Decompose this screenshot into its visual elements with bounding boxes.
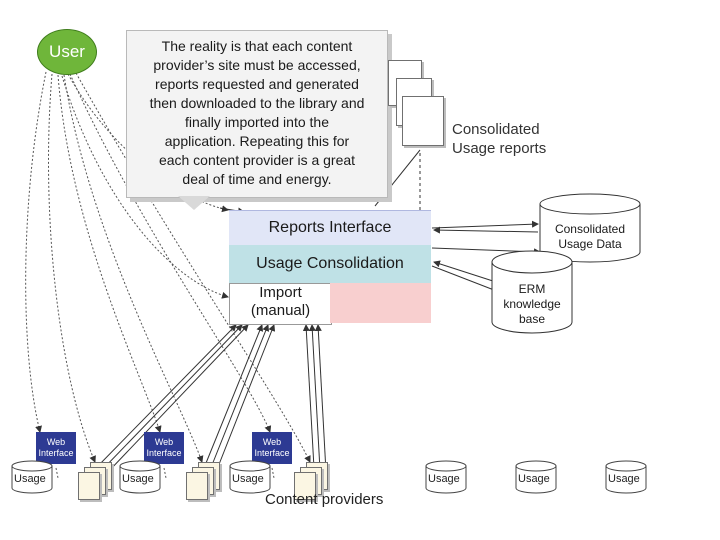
downloaded-report-doc-icon [294, 472, 316, 500]
import-manual-layer: Import (manual) [229, 283, 332, 325]
consolidated-usage-db-icon [539, 193, 641, 263]
usage-db-label: Usage [122, 473, 154, 485]
usage-db-label: Usage [518, 473, 550, 485]
usage-db-icon [515, 460, 557, 494]
report-doc-icon [402, 96, 444, 146]
callout-line: application. Repeating this for [164, 133, 350, 149]
callout-line: provider’s site must be accessed, [153, 57, 361, 73]
usage-db-icon [229, 460, 271, 494]
callout-line: finally imported into the [185, 114, 329, 130]
usage-db-label: Usage [232, 473, 264, 485]
user-label: User [49, 42, 85, 61]
usage-db-label: Usage [428, 473, 460, 485]
reports-interface-layer: Reports Interface [229, 210, 431, 245]
usage-db-icon [11, 460, 53, 494]
usage-db-icon [605, 460, 647, 494]
erm-knowledge-db-label: ERM knowledge base [503, 282, 561, 326]
usage-db-icon [119, 460, 161, 494]
callout-box: The reality is that each content provide… [126, 30, 388, 198]
consolidated-usage-reports-label: Consolidated Usage reports [452, 121, 547, 157]
callout-line: The reality is that each content [161, 38, 353, 54]
usage-db-label: Usage [608, 473, 640, 485]
user-node: User [37, 29, 97, 75]
consolidated-usage-db-label: Consolidated Usage Data [554, 222, 626, 251]
content-providers-label: Content providers [265, 491, 384, 508]
import-side-panel [330, 283, 431, 323]
downloaded-report-doc-icon [78, 472, 100, 500]
callout-line: reports requested and generated [155, 76, 359, 92]
callout-line: deal of time and energy. [182, 171, 332, 187]
usage-consolidation-layer: Usage Consolidation [229, 245, 431, 283]
erm-knowledge-db-icon [491, 250, 573, 334]
callout-line: each content provider is a great [158, 152, 356, 168]
downloaded-report-doc-icon [186, 472, 208, 500]
callout-line: then downloaded to the library and [149, 95, 365, 111]
callout-tail [178, 196, 210, 210]
usage-db-label: Usage [14, 473, 46, 485]
usage-db-icon [425, 460, 467, 494]
